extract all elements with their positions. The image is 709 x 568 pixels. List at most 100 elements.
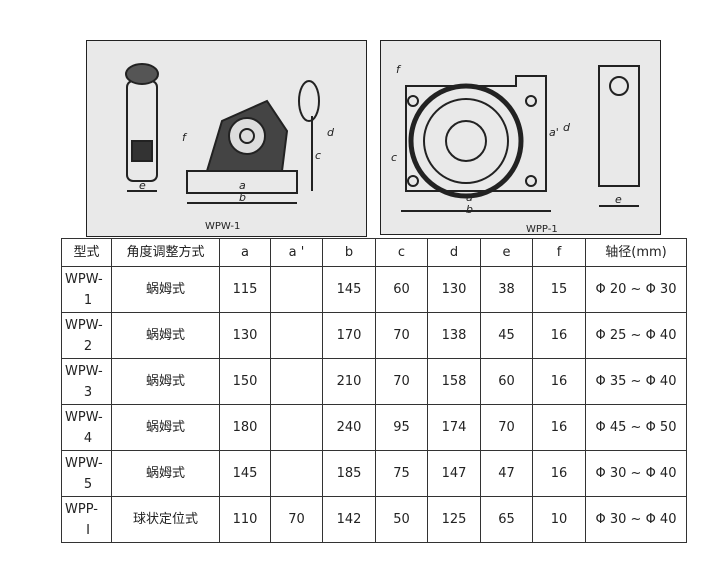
table-cell (270, 266, 323, 313)
table-cell: 70 (480, 404, 533, 451)
model-number: 1 (83, 292, 93, 308)
table-cell: 45 (480, 312, 533, 359)
table-cell: 145 (322, 266, 376, 313)
model-cell: WPW- 3 (61, 358, 112, 405)
table-cell: 147 (427, 450, 481, 497)
label-f: f (396, 63, 402, 76)
table-cell: 75 (375, 450, 428, 497)
wpw-drawing-svg: e f a b c d WPW-1 (125, 63, 335, 232)
model-number: 5 (83, 476, 93, 492)
label-c: c (315, 149, 321, 162)
model-number: I (86, 522, 90, 538)
table-cell: 130 (219, 312, 271, 359)
label-b: b (466, 203, 473, 216)
table-cell: 16 (532, 312, 586, 359)
table-cell: 240 (322, 404, 376, 451)
model-cell: WPW-2 (61, 312, 112, 359)
table-cell: 142 (322, 496, 376, 543)
table-cell: 60 (375, 266, 428, 313)
table-cell: 150 (219, 358, 271, 405)
model-number: 2 (83, 338, 93, 354)
column-header: e (480, 238, 533, 267)
model-cell: WPW- 1 (61, 266, 112, 313)
table-cell: 115 (219, 266, 271, 313)
label-d: d (563, 121, 571, 134)
column-header: b (322, 238, 376, 267)
table-cell (270, 450, 323, 497)
table-cell: 蜗姆式 (111, 404, 220, 451)
table-cell: 15 (532, 266, 586, 313)
model-cell: WPW- 4 (61, 404, 112, 451)
table-cell: Φ 20 ~ Φ 30 (585, 266, 687, 313)
table-cell (270, 358, 323, 405)
table-cell: 170 (322, 312, 376, 359)
table-cell: Φ 30 ~ Φ 40 (585, 496, 687, 543)
table-cell: 210 (322, 358, 376, 405)
table-cell: 16 (532, 358, 586, 405)
table-cell: 185 (322, 450, 376, 497)
model-number: 4 (83, 430, 93, 446)
table-cell: 球状定位式 (111, 496, 220, 543)
model-prefix: WPW- (65, 271, 103, 287)
table-cell: 138 (427, 312, 481, 359)
label-e: e (615, 193, 622, 206)
table-cell (270, 312, 323, 359)
wpp-drawing-svg: f a b c d e a' WPP-1 (391, 63, 640, 235)
table-cell (270, 404, 323, 451)
column-header: 型式 (61, 238, 112, 267)
table-cell: 10 (532, 496, 586, 543)
table-cell: 130 (427, 266, 481, 313)
table-cell: 70 (375, 312, 428, 359)
table-cell: 95 (375, 404, 428, 451)
label-a: a (466, 191, 473, 204)
table-cell: 蜗姆式 (111, 450, 220, 497)
table-cell: 174 (427, 404, 481, 451)
table-cell: 145 (219, 450, 271, 497)
model-prefix: WPW- (65, 363, 103, 379)
table-cell: 70 (375, 358, 428, 405)
table-cell: 110 (219, 496, 271, 543)
column-header: c (375, 238, 428, 267)
table-cell: 16 (532, 450, 586, 497)
column-header: 角度调整方式 (111, 238, 220, 267)
model-prefix: WPW- (65, 409, 103, 425)
table-cell: Φ 35 ~ Φ 40 (585, 358, 687, 405)
label-e: e (139, 179, 146, 192)
column-header: f (532, 238, 586, 267)
figure-caption: WPW-1 (205, 221, 240, 232)
label-a: a (239, 179, 246, 192)
table-cell: 38 (480, 266, 533, 313)
table-cell: 50 (375, 496, 428, 543)
table-cell: 158 (427, 358, 481, 405)
table-cell: 60 (480, 358, 533, 405)
label-b: b (239, 191, 246, 204)
column-header: d (427, 238, 481, 267)
table-cell: Φ 30 ~ Φ 40 (585, 450, 687, 497)
table-cell: 蜗姆式 (111, 312, 220, 359)
table-cell: 70 (270, 496, 323, 543)
label-d: d (327, 126, 335, 139)
model-prefix: WPW- (65, 455, 103, 471)
model-number: 3 (83, 384, 93, 400)
model-prefix: WPP- (65, 501, 98, 517)
label-c: c (391, 151, 397, 164)
model-cell: WPW- 5 (61, 450, 112, 497)
table-cell: 蜗姆式 (111, 266, 220, 313)
table-cell: Φ 25 ~ Φ 40 (585, 312, 687, 359)
column-header: a ' (270, 238, 323, 267)
wpw-1-drawing: e f a b c d WPW-1 (86, 40, 367, 237)
label-a-prime: a' (549, 126, 559, 139)
table-cell: 16 (532, 404, 586, 451)
figure-caption: WPP-1 (526, 224, 558, 234)
model-cell: WPP- I (61, 496, 112, 543)
table-cell: 180 (219, 404, 271, 451)
table-cell: 47 (480, 450, 533, 497)
